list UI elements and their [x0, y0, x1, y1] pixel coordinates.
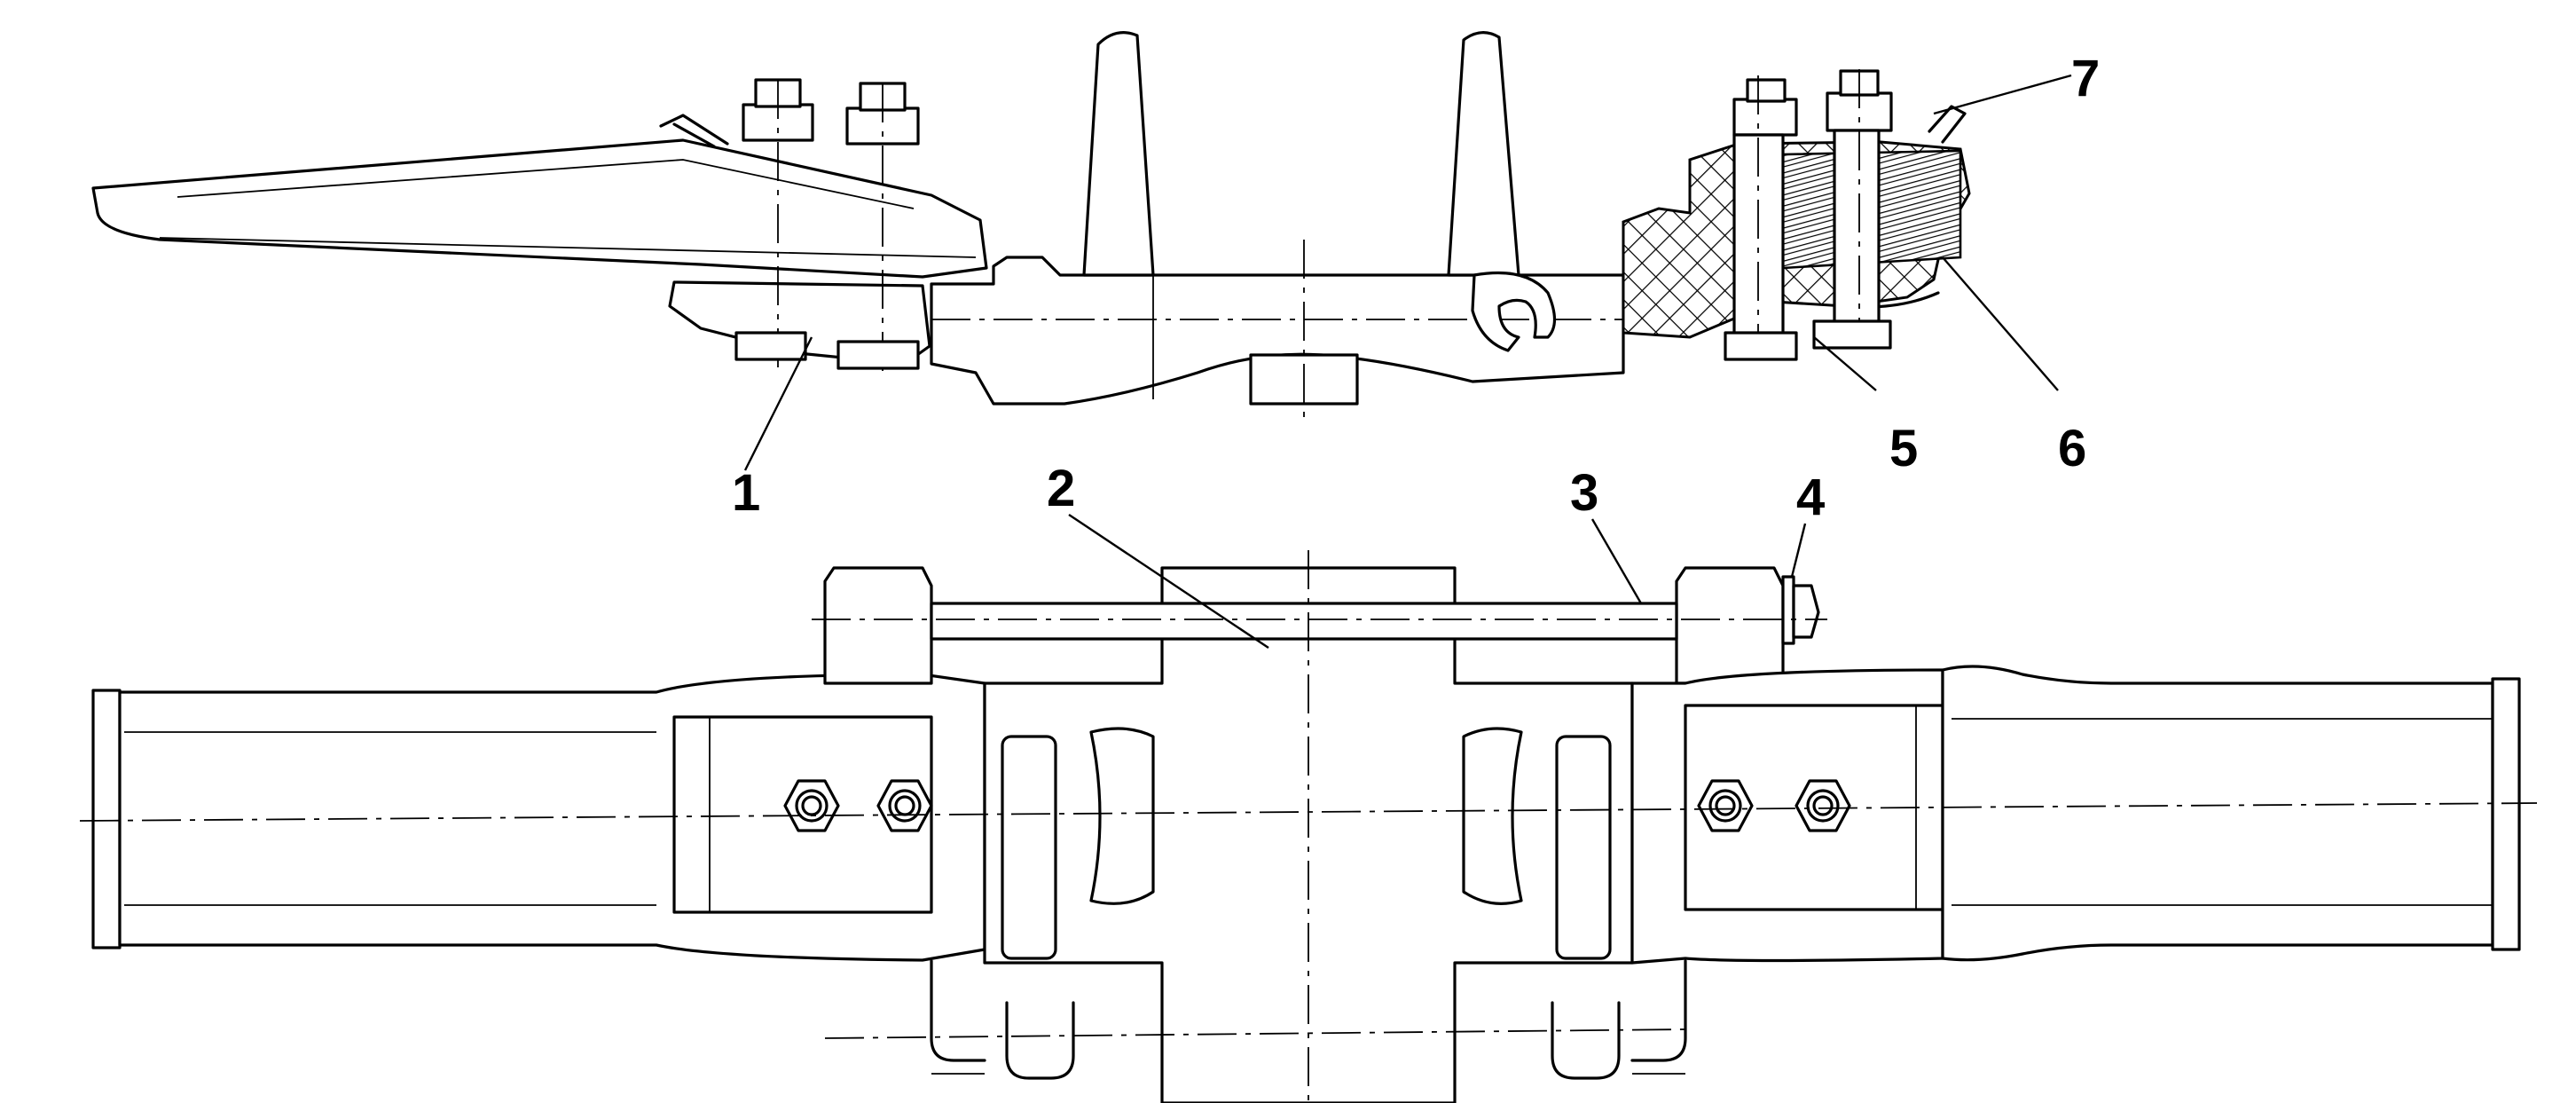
slot-left-outer — [1001, 735, 1057, 960]
left-nut-1 — [783, 779, 840, 832]
hook-slot — [1471, 271, 1557, 352]
pin-bracket-left — [823, 566, 933, 685]
right-bolt-a — [1724, 75, 1798, 361]
pin-washer — [1781, 575, 1795, 645]
callout-5: 5 — [1889, 420, 1918, 477]
left-bolt-a — [734, 78, 814, 373]
right-arm-plan — [1941, 665, 2494, 962]
right-nut-2 — [1795, 779, 1851, 832]
left-bolt-b — [836, 82, 920, 373]
slot-left-inner — [1089, 727, 1155, 905]
right-bolt-b — [1812, 69, 1893, 350]
pin-bracket-right — [1675, 566, 1785, 685]
side-view — [91, 31, 1971, 426]
slot-right-inner — [1462, 727, 1523, 905]
slot-right-outer — [1555, 735, 1612, 960]
leader-lines — [743, 74, 2072, 649]
left-nut-2 — [876, 779, 933, 832]
plan-view — [79, 550, 2538, 1103]
callout-4: 4 — [1796, 469, 1825, 526]
callout-2: 2 — [1047, 460, 1075, 517]
callout-1: 1 — [732, 464, 760, 522]
fin-post-left — [1082, 31, 1155, 277]
fin-post-right — [1447, 31, 1520, 277]
right-end-plate — [2491, 677, 2521, 951]
callout-7: 7 — [2071, 50, 2100, 107]
left-end-plate — [91, 689, 122, 949]
left-tapered-arm — [91, 138, 988, 279]
pin — [930, 602, 1678, 641]
callout-3: 3 — [1570, 464, 1598, 522]
right-nut-1 — [1697, 779, 1754, 832]
pin-nut — [1792, 584, 1820, 639]
callout-6: 6 — [2058, 420, 2086, 477]
